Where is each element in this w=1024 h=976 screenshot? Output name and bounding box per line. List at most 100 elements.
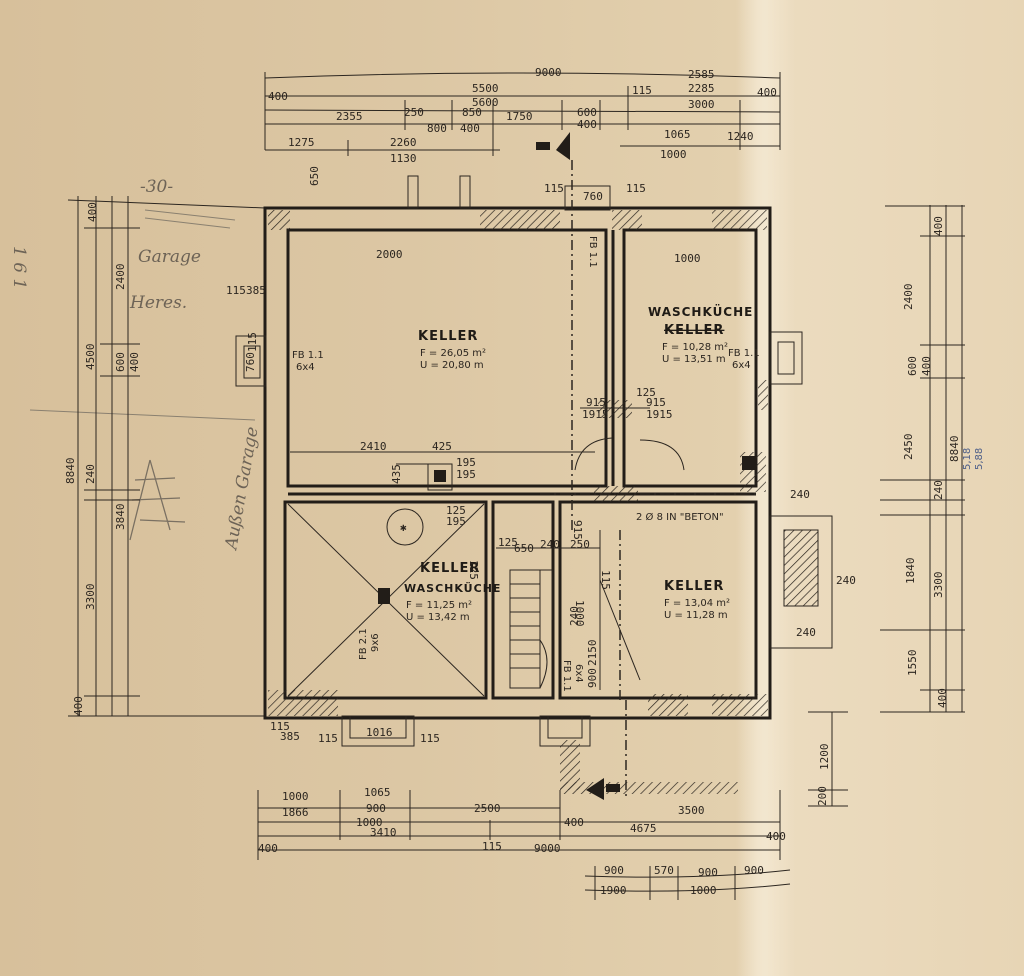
dim-bottom-900c: 900 <box>744 864 764 877</box>
dim-left-400b: 400 <box>128 352 141 372</box>
dim-1915b: 1915 <box>646 408 673 421</box>
hand-label-garage-side: Außen Garage <box>221 425 263 552</box>
dim-195b: 195 <box>456 468 476 481</box>
room-width-wasch: 1000 <box>674 252 701 265</box>
section-arrow-bottom <box>586 778 620 800</box>
dim-top-400c: 400 <box>577 118 597 131</box>
window-fb11-a: FB 1.1 <box>292 350 324 361</box>
window-fb11-d: FB 1.1 <box>561 660 572 692</box>
dim-760-top: 760 <box>583 190 603 203</box>
dim-bottom-570: 570 <box>654 864 674 877</box>
dim-right-400a: 400 <box>932 216 945 236</box>
dim-right-8840: 8840 <box>948 436 961 463</box>
window-niches <box>235 175 833 747</box>
dim-bottom-9000: 9000 <box>534 842 561 855</box>
dim-bottom-1000: 1000 <box>282 790 309 803</box>
dim-bottom-400b: 400 <box>258 842 278 855</box>
dim-115-b1: 115 <box>318 732 338 745</box>
dim-915a: 915 <box>586 396 606 409</box>
hand-line-a <box>144 209 236 221</box>
dim-bottom-1866: 1866 <box>282 806 309 819</box>
room-keller-main-name: KELLER <box>418 329 478 344</box>
dim-240a: 240 <box>540 538 560 551</box>
dim-115-left: 115 <box>270 720 290 733</box>
dim-915c: 915 <box>571 520 584 540</box>
right-dimension-lines <box>808 205 965 807</box>
dim-top-1000: 1000 <box>660 148 687 161</box>
dim-2410: 2410 <box>360 440 387 453</box>
dim-bottom-400a: 400 <box>564 816 584 829</box>
dim-bottom-1065: 1065 <box>364 786 391 799</box>
dim-bottom-900a: 900 <box>604 864 624 877</box>
dim-right-1840: 1840 <box>904 558 917 585</box>
dim-top-2285: 2285 <box>688 82 715 95</box>
window-fb11-a-size: 6x4 <box>296 362 315 373</box>
dim-top-3000: 3000 <box>688 98 715 111</box>
room-wasch-perimeter: U = 13,51 m <box>662 354 726 365</box>
dim-top-850: 850 <box>462 106 482 119</box>
dim-115-top: 115 <box>544 182 564 195</box>
dim-top-5600: 5600 <box>472 96 499 109</box>
dim-bottom-3410: 3410 <box>370 826 397 839</box>
window-fb11-d-size: 6x4 <box>573 664 584 683</box>
dim-240c: 240 <box>790 488 810 501</box>
dim-right-2400: 2400 <box>902 284 915 311</box>
window-fb21: FB 2.1 <box>358 628 369 660</box>
dim-top-5500: 5500 <box>472 82 499 95</box>
floor-drain: ✱ <box>378 508 424 604</box>
dim-bottom-115: 115 <box>482 840 502 853</box>
window-fb11-c: FB 1.1 <box>587 236 598 268</box>
dim-left-8840: 8840 <box>64 458 77 485</box>
dim-top-1065: 1065 <box>664 128 691 141</box>
dim-top-800: 800 <box>427 122 447 135</box>
dim-right-240: 240 <box>932 480 945 500</box>
left-dimension-lines <box>67 196 266 717</box>
section-arrow-top <box>536 132 570 160</box>
dim-115: 115 <box>599 570 612 590</box>
door-swings <box>574 437 685 681</box>
dim-left-400c: 400 <box>72 696 85 716</box>
room-keller-main-area: F = 26,05 m² <box>420 348 486 359</box>
dim-385-left: 385 <box>280 730 300 743</box>
window-fb11-b: FB 1.1 <box>728 348 760 359</box>
room-keller-sw-name: KELLER <box>420 561 480 576</box>
dim-right-3300: 3300 <box>932 572 945 599</box>
window-fb21-size: 9x6 <box>370 633 381 652</box>
stair <box>509 569 553 689</box>
pencil-note-a: 5,18 <box>962 448 973 470</box>
dim-bottom-3500: 3500 <box>678 804 705 817</box>
dim-650: 650 <box>514 542 534 555</box>
dim-195d: 125 <box>467 560 480 580</box>
dim-top-400a: 400 <box>268 90 288 103</box>
room-keller-se-area: F = 13,04 m² <box>664 598 730 609</box>
dim-top-2585: 2585 <box>688 68 715 81</box>
dim-195c: 195 <box>446 515 466 528</box>
dim-top-2260: 2260 <box>390 136 417 149</box>
dim-left-115: 115 <box>226 284 246 297</box>
dim-650-vertical: 650 <box>308 166 321 186</box>
dim-425: 425 <box>432 440 452 453</box>
room-width-main: 2000 <box>376 248 403 261</box>
room-keller-sw-perimeter: U = 13,42 m <box>406 612 470 623</box>
dim-bottom-4675: 4675 <box>630 822 657 835</box>
dim-right-200: 200 <box>816 786 829 806</box>
dim-115-b2: 115 <box>420 732 440 745</box>
dim-240e: 240 <box>796 626 816 639</box>
note-beton: 2 Ø 8 IN "BETON" <box>636 511 724 523</box>
dim-240b: 240 <box>568 606 581 626</box>
dim-435: 435 <box>390 464 403 484</box>
dim-right-600: 600 <box>906 356 919 376</box>
dim-1000: 1000 <box>573 600 586 627</box>
dim-900: 900 <box>586 668 599 688</box>
dim-right-1200: 1200 <box>818 744 831 771</box>
room-wasch-sub: KELLER <box>664 323 724 338</box>
dim-top-400d: 400 <box>460 122 480 135</box>
dim-115-right-niche: 115 <box>246 332 259 352</box>
dim-2150: 2150 <box>586 640 599 667</box>
dim-1016: 1016 <box>366 726 393 739</box>
room-wasch-name: WASCHKÜCHE <box>648 304 753 319</box>
dim-top-250: 250 <box>404 106 424 119</box>
top-dimension-lines <box>264 72 781 156</box>
dim-right-400b: 400 <box>920 356 933 376</box>
